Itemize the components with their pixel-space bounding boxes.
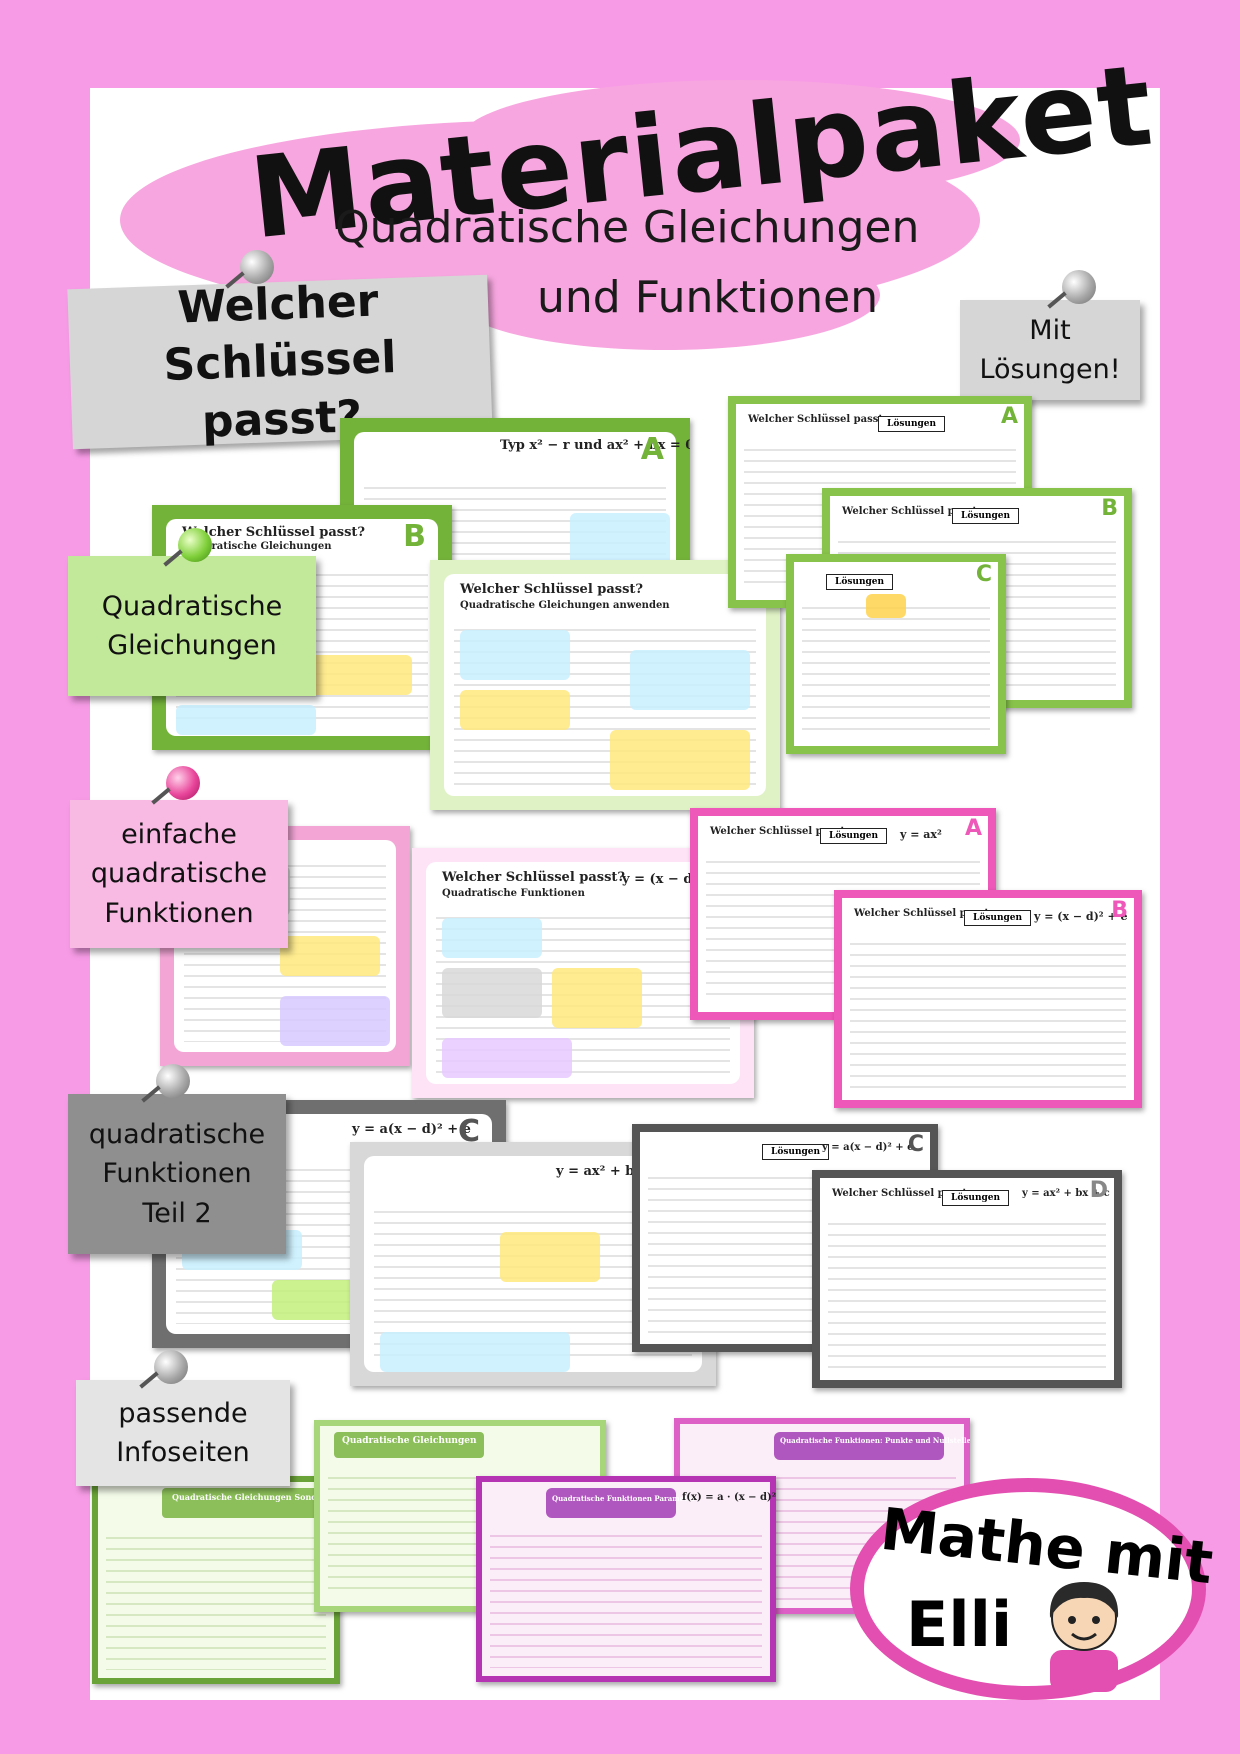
sheet-letter: D (1089, 1178, 1108, 1203)
sheet-box (630, 650, 750, 710)
sheet-title: Welcher Schlüssel passt (832, 1188, 967, 1199)
sheet-header-bar (162, 1488, 332, 1518)
sheet-box (610, 730, 750, 790)
sheet-letter: A (964, 816, 982, 841)
sheet-box (866, 594, 906, 618)
sheet-box (280, 996, 390, 1046)
note-solutions: Mit Lösungen! (960, 300, 1140, 400)
sheet-title: Welcher Schlüssel passt (710, 826, 845, 837)
sheet-box (442, 918, 542, 958)
info-functions-parameter: Quadratische Funktionen Parameter f(x) =… (476, 1476, 776, 1682)
sheet-letter: C (907, 1132, 924, 1157)
pushpin-icon (1062, 270, 1096, 304)
sheet-formula: y = ax² (900, 828, 942, 841)
note-info-pages: passende Infoseiten (76, 1380, 290, 1486)
note-functions-part2: quadratische Funktionen Teil 2 (68, 1094, 286, 1254)
note-simple-functions-text: einfache quadratische Funktionen (90, 819, 268, 929)
solutions-equations-c: Lösungen C (786, 554, 1006, 754)
sheet-formula: y = (x − d)² + e (1034, 910, 1128, 923)
sheet-title: Welcher Schlüssel passt? (182, 525, 366, 540)
solutions-badge: Lösungen (964, 910, 1032, 926)
sheet-subtitle: Quadratische Gleichungen anwenden (460, 600, 670, 611)
note-functions-part2-text: quadratische Funktionen Teil 2 (88, 1119, 266, 1229)
sheet-letter: C (975, 562, 992, 587)
sheet-text-lines (828, 1214, 1106, 1372)
sheet-letter: A (640, 432, 664, 467)
sheet-text-lines (802, 598, 990, 738)
sheet-title: Quadratische Funktionen: Punkte und Null… (780, 1436, 970, 1445)
note-solutions-text: Mit Lösungen! (979, 314, 1121, 385)
sheet-title: Typ x² − r und ax² + bx = 0 (500, 438, 690, 453)
solutions-badge: Lösungen (942, 1190, 1010, 1206)
sheet-title: Welcher Schlüssel passt? (442, 870, 626, 885)
sheet-box (380, 1332, 570, 1372)
pushpin-icon (166, 766, 200, 800)
sheet-title: Welcher Schlüssel passt (842, 506, 977, 517)
sheet-subtitle: Quadratische Funktionen (442, 888, 585, 899)
solutions-functions-b: Welcher Schlüssel passt Lösungen y = (x … (834, 890, 1142, 1108)
sheet-box (552, 968, 642, 1028)
pushpin-icon (240, 250, 274, 284)
sheet-box (500, 1232, 600, 1282)
sheet-letter: B (1111, 898, 1128, 923)
sheet-header-bar (774, 1432, 944, 1460)
sheet-title: Quadratische Gleichungen Sonderfälle (172, 1492, 340, 1502)
sheet-title: Quadratische Gleichungen (342, 1436, 477, 1446)
sheet-title: Welcher Schlüssel passt? (460, 582, 644, 597)
pushpin-icon (178, 528, 212, 562)
note-info-pages-text: passende Infoseiten (116, 1397, 250, 1468)
sheet-box (280, 936, 380, 976)
solutions-badge: Lösungen (878, 416, 946, 432)
sheet-formula: f(x) = a · (x − d)² + e (682, 1492, 776, 1503)
solutions-badge: Lösungen (826, 574, 894, 590)
solutions-badge: Lösungen (820, 828, 888, 844)
sheet-box (442, 968, 542, 1018)
sheet-box (460, 630, 570, 680)
sheet-formula: y = a(x − d)² + e (822, 1142, 914, 1153)
sheet-formula: y = ax² + bx + c (1022, 1188, 1110, 1199)
sheet-box (442, 1038, 572, 1078)
sheet-text-lines (106, 1528, 326, 1670)
solutions-badge: Lösungen (762, 1144, 830, 1160)
pushpin-icon (156, 1064, 190, 1098)
sheet-header-bar (546, 1488, 676, 1518)
sheet-formula: y = a(x − d)² + e (352, 1122, 471, 1137)
sheet-letter: B (1101, 496, 1118, 521)
sheet-title: Welcher Schlüssel passt (854, 908, 989, 919)
sheet-box (176, 705, 316, 735)
sheet-subtitle: Quadratische Gleichungen (182, 541, 332, 552)
note-equations: Quadratische Gleichungen (68, 556, 316, 696)
sheet-title: Quadratische Funktionen Parameter (552, 1494, 696, 1503)
sheet-box (302, 655, 412, 695)
sheet-equations-c: Welcher Schlüssel passt? Quadratische Gl… (430, 560, 780, 810)
note-equations-text: Quadratische Gleichungen (101, 590, 283, 661)
solutions-functions-d: Welcher Schlüssel passt Lösungen y = ax²… (812, 1170, 1122, 1388)
subtitle-line-2: und Funktionen (537, 272, 879, 323)
brand-line-2: Elli (906, 1588, 1013, 1661)
sheet-text-lines (850, 934, 1126, 1092)
header-blob-3 (450, 240, 880, 350)
sheet-letter: A (1000, 404, 1018, 429)
subtitle-line-1: Quadratische Gleichungen (335, 202, 920, 253)
sheet-box (460, 690, 570, 730)
sheet-text-lines (490, 1526, 762, 1668)
sheet-letter: B (403, 519, 426, 554)
header-blob-2 (460, 80, 1020, 200)
sheet-header-bar (334, 1432, 484, 1458)
pushpin-icon (154, 1350, 188, 1384)
sheet-title: Welcher Schlüssel passt (748, 414, 883, 425)
girl-mascot-icon (1049, 1582, 1119, 1692)
note-simple-functions: einfache quadratische Funktionen (70, 800, 288, 948)
info-equations-special: Quadratische Gleichungen Sonderfälle (92, 1476, 340, 1684)
sheet-letter: C (457, 1114, 480, 1149)
solutions-badge: Lösungen (952, 508, 1020, 524)
